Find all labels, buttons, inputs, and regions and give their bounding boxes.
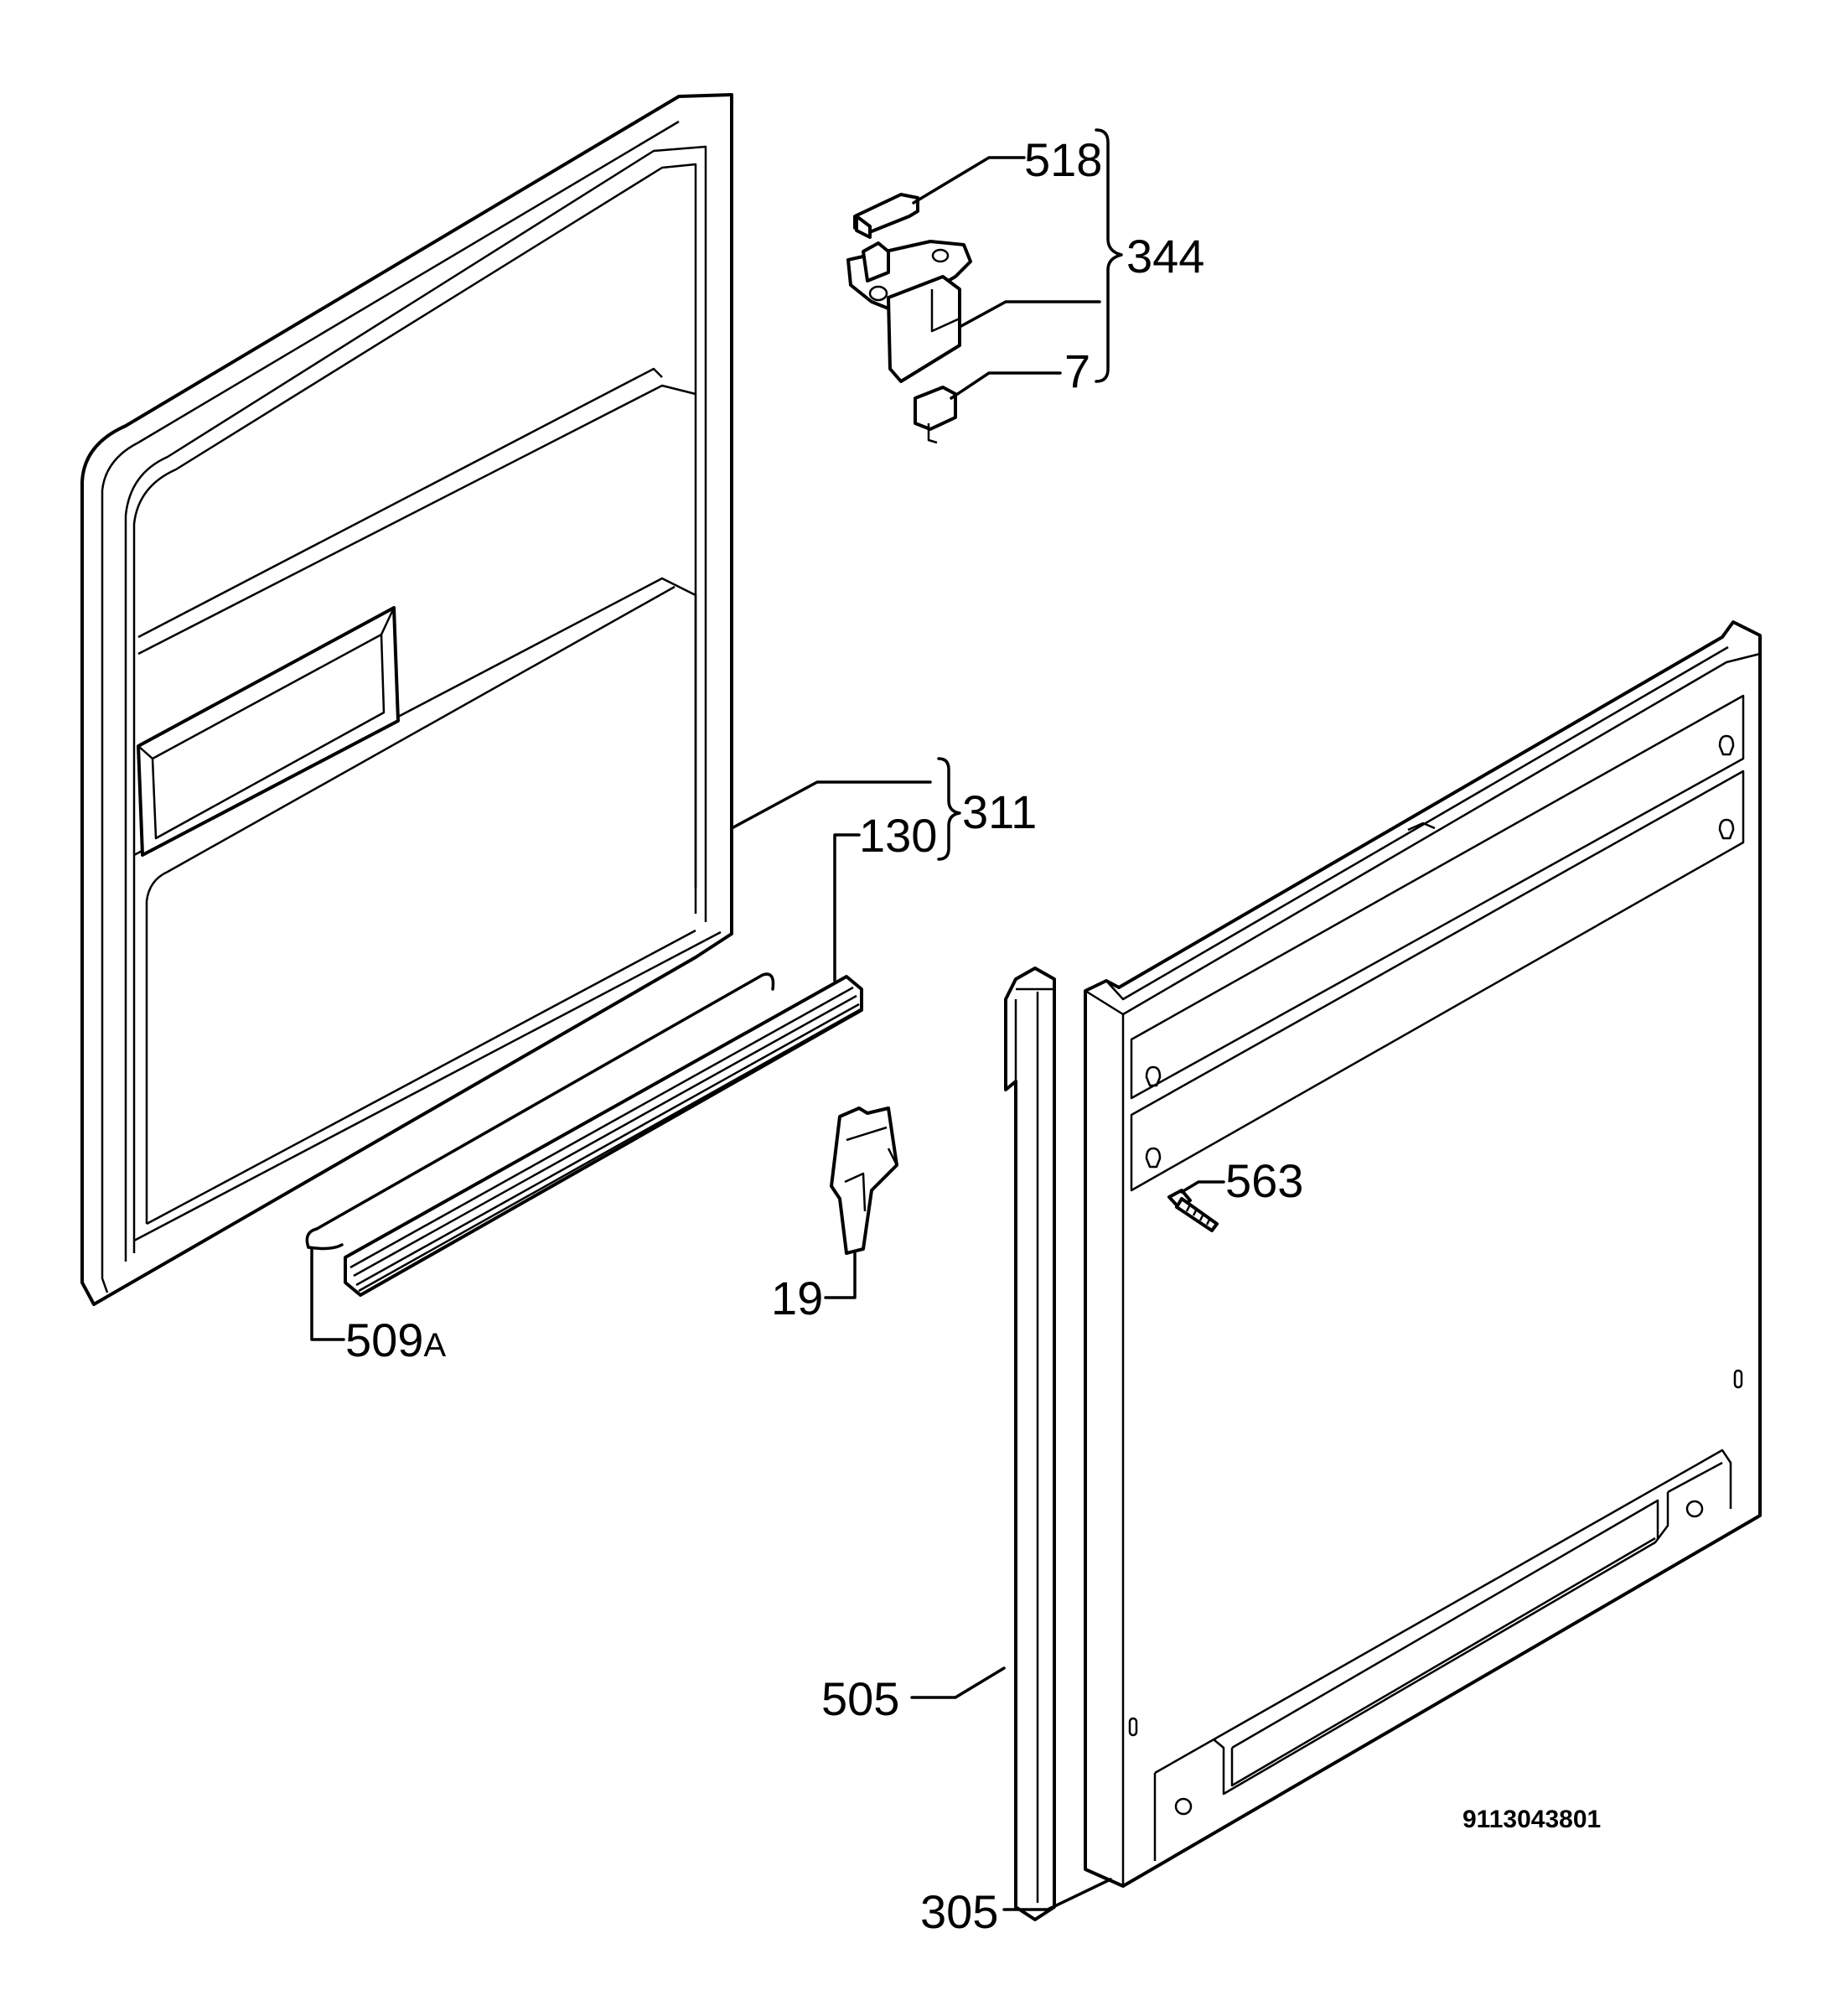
door-latch-assembly [846,193,972,444]
label-344: 344 [1126,230,1204,282]
label-563: 563 [1225,1154,1303,1207]
label-19: 19 [771,1272,823,1324]
leader-lines [310,128,1225,1911]
label-518: 518 [1024,133,1102,186]
side-trim-strip [1004,967,1056,1921]
hinge-bracket [830,1106,898,1255]
part-labels: 518 344 7 311 130 563 19 509A 505 305 91… [345,133,1601,1938]
inner-door-panel [80,93,733,1306]
screw [1167,1189,1219,1232]
label-505: 505 [821,1672,899,1725]
drawing-code: 9113043801 [1462,1806,1601,1833]
label-7: 7 [1064,345,1090,397]
door-seal-strip [344,975,863,1297]
label-509a: 509A [345,1314,446,1366]
label-305: 305 [920,1885,998,1938]
label-311: 311 [962,785,1037,838]
outer-door-panel [1084,620,1762,1888]
label-130: 130 [859,809,937,862]
